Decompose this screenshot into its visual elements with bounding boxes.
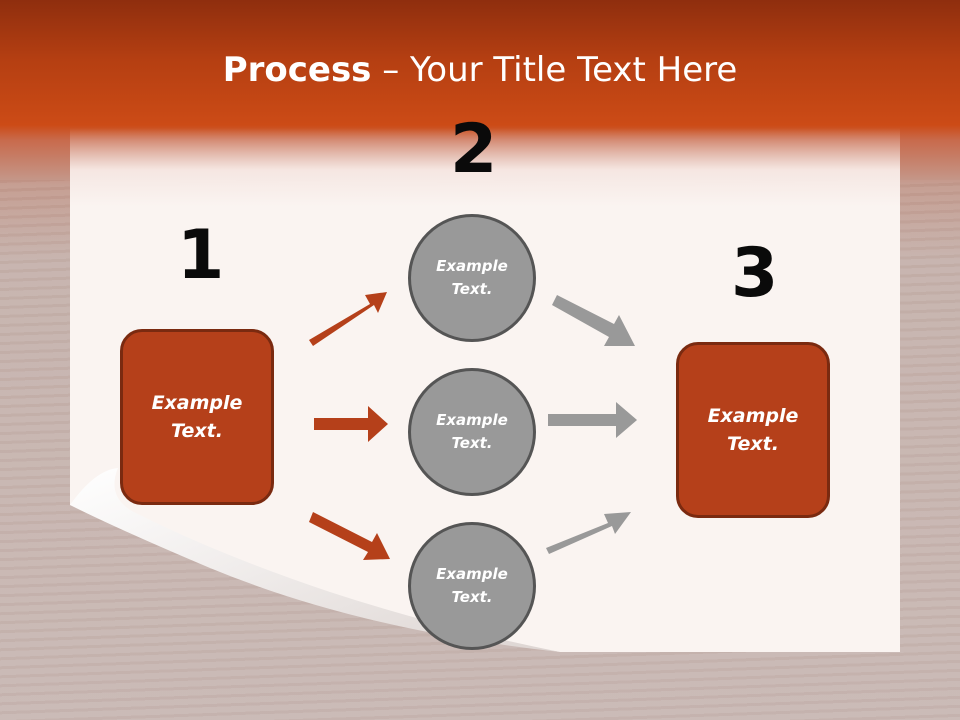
step-box-left-label: Example Text. [151,391,243,443]
title-bold: Process [222,50,372,90]
step-box-right: Example Text. [676,342,830,518]
arrow-right-up-icon [309,292,387,346]
circle-middle-label: Example Text. [436,410,508,452]
step-number-3: 3 [731,234,779,313]
circle-top-label: Example Text. [436,256,508,298]
circle-top: Example Text. [408,214,536,342]
circle-bottom-label: Example Text. [436,564,508,606]
arrow-gray-up-icon [546,512,631,554]
arrow-gray-down-icon [552,295,635,346]
arrow-gray-right-icon [548,402,637,438]
arrow-right-down-icon [309,512,390,560]
circle-middle: Example Text. [408,368,536,496]
step-box-left: Example Text. [120,329,274,505]
circle-bottom: Example Text. [408,522,536,650]
step-box-right-label: Example Text. [707,404,799,456]
step-number-1: 1 [177,216,225,295]
page-title: Process – Your Title Text Here [0,50,960,90]
arrow-right-icon [314,406,388,442]
step-number-2: 2 [450,110,498,189]
title-rest: – Your Title Text Here [371,50,738,90]
